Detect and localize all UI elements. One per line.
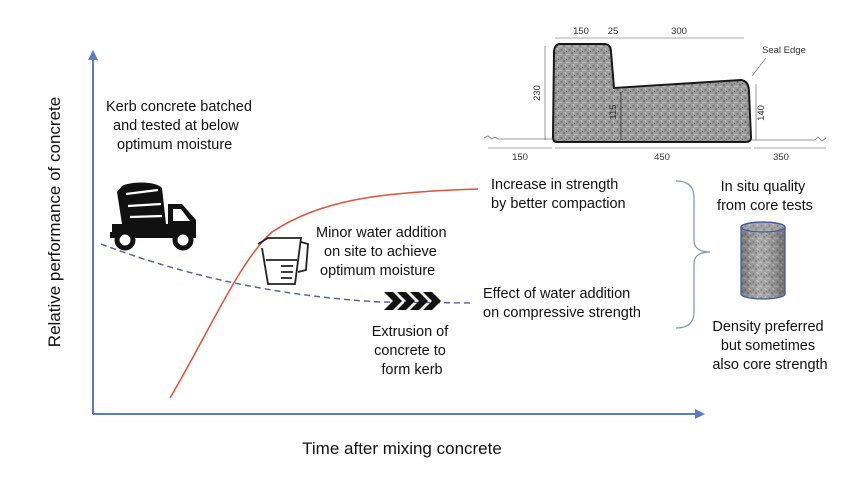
dim-left-apron: 150 [512, 152, 528, 163]
x-axis-arrow [695, 409, 705, 419]
y-axis-label: Relative performance of concrete [45, 97, 64, 347]
in-situ-note: In situ quality from core tests [717, 179, 813, 214]
water-effect-dashed-curve [100, 243, 475, 304]
dim-top-left: 150 [573, 26, 589, 37]
extrusion-note: Extrusion of concrete to form kerb [372, 324, 453, 378]
water-effect-note: Effect of water addition on compressive … [483, 286, 641, 321]
dim-right-height: 140 [756, 105, 767, 121]
concrete-core-icon [740, 221, 786, 300]
axes [88, 50, 705, 419]
dim-right-apron: 350 [773, 152, 789, 163]
dim-inner-height: 115 [608, 104, 619, 119]
concrete-mixer-truck-icon [110, 182, 196, 251]
kerb-cross-section-icon: 150 25 300 230 115 140 Seal Edge 150 450… [483, 26, 827, 163]
water-addition-note: Minor water addition on site to achieve … [316, 225, 451, 279]
strength-curve [169, 188, 479, 399]
measuring-jug-icon [257, 237, 309, 285]
dim-base: 450 [654, 152, 670, 163]
kerb-batched-note: Kerb concrete batched and tested at belo… [106, 99, 256, 153]
dim-top-gap: 25 [608, 26, 619, 37]
chevrons-right-icon [384, 292, 441, 310]
dim-left-height: 230 [532, 85, 543, 101]
y-axis-arrow [88, 50, 98, 60]
right-bracket [675, 180, 711, 329]
dim-top-right: 300 [671, 26, 687, 37]
ground-line-left [483, 135, 552, 140]
increase-strength-note: Increase in strength by better compactio… [491, 177, 626, 212]
density-note: Density preferred but sometimes also cor… [712, 319, 827, 373]
ground-line-right [752, 136, 827, 142]
seal-edge-leader [751, 57, 767, 77]
x-axis-label: Time after mixing concrete [302, 439, 502, 458]
seal-edge-label: Seal Edge [762, 45, 806, 56]
kerb-body [551, 43, 753, 143]
